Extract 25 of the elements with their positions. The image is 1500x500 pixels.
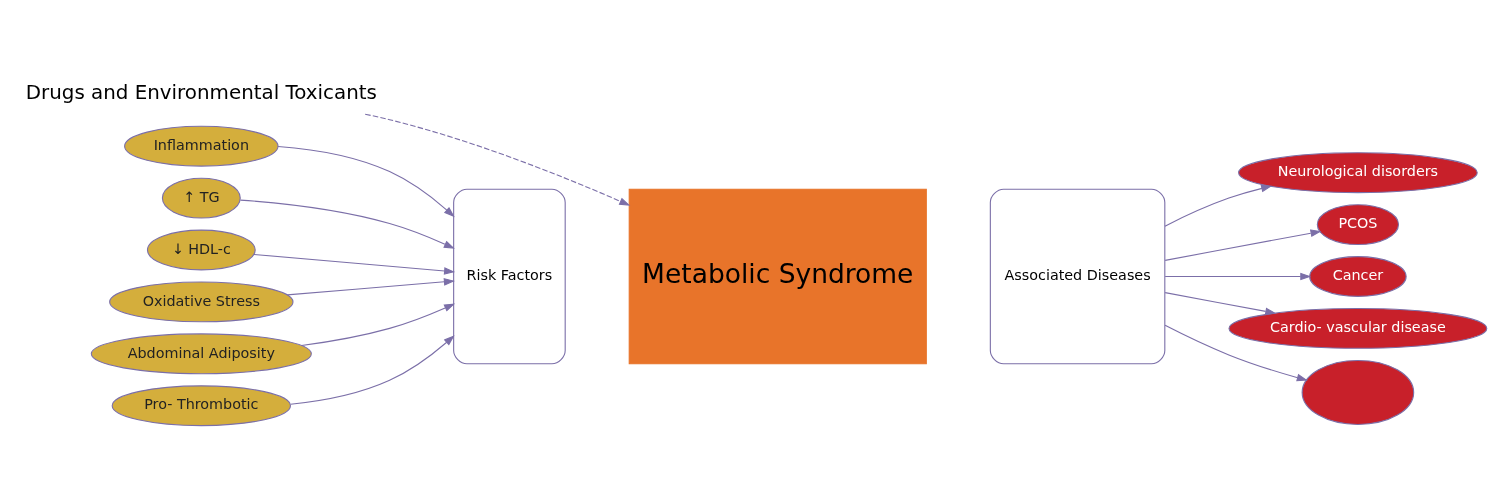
node-ellipse: Pro- Thrombotic	[111, 385, 291, 427]
node-box: Risk Factors	[453, 188, 566, 365]
arrow	[1164, 184, 1273, 227]
arrow	[277, 145, 455, 218]
node-ellipse: Oxidative Stress	[109, 281, 294, 323]
node-box: Associated Diseases	[989, 188, 1166, 365]
node-box: Metabolic Syndrome	[628, 188, 927, 365]
node-ellipse: Inflammation	[124, 125, 279, 167]
node-ellipse: Abdominal Adiposity	[90, 333, 312, 375]
arrow	[239, 199, 455, 249]
arrow	[301, 303, 456, 347]
arrow	[1164, 292, 1277, 316]
node-text: Drugs and Environmental Toxicants	[25, 81, 377, 105]
node-ellipse: ↑ TG	[161, 177, 241, 219]
arrow	[1164, 324, 1308, 382]
node-ellipse: ↓ HDL-c	[146, 229, 256, 271]
node-ellipse: Cancer	[1309, 256, 1407, 297]
arrow	[290, 335, 455, 405]
arrow	[286, 278, 455, 296]
arrow	[253, 253, 456, 275]
arrow	[1164, 229, 1322, 261]
arrow	[364, 113, 631, 206]
node-ellipse	[1301, 359, 1415, 426]
node-ellipse: PCOS	[1316, 204, 1400, 246]
arrow	[1164, 272, 1312, 281]
